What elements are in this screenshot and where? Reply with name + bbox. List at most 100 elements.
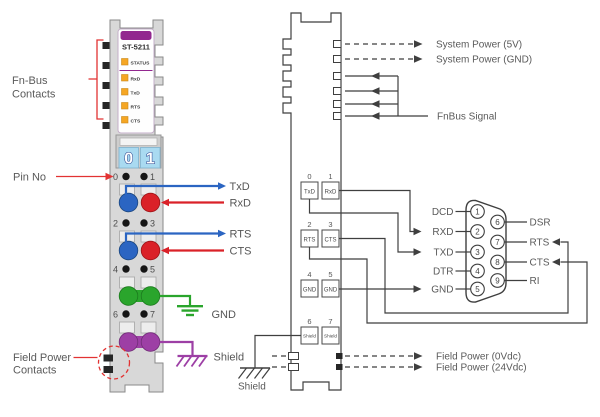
- rts-wire-label: RTS: [230, 229, 252, 241]
- db9-wiring: [308, 189, 588, 324]
- pin-dot: [122, 219, 130, 227]
- db9-pin-number: 7: [495, 238, 500, 247]
- field-power-lines: Field Power (0Vdc) Field Power (24Vdc): [272, 352, 527, 374]
- rxd-arrow-icon: [161, 198, 169, 207]
- db9-left-column: 1 DCD 2 RXD 3 TXD 4 DTR 5 GND: [431, 204, 485, 297]
- cts-to-rts-wire: [339, 237, 569, 314]
- terminal-box-gnd0: [300, 279, 319, 298]
- rts-to-cts-wire: [308, 247, 588, 324]
- terminal-box-shield1: [321, 326, 340, 345]
- wire-terminals: [118, 192, 161, 352]
- rxd-led-icon: [121, 74, 129, 82]
- db9-pin-label: RTS: [530, 238, 550, 249]
- bus-contact: [333, 40, 342, 48]
- led-rxd-row: RxD: [121, 74, 141, 82]
- terminal-slot: [140, 321, 157, 334]
- gnd-wire: [159, 294, 192, 305]
- system-power-5v-label: System Power (5V): [436, 40, 522, 51]
- terminal-label: Shield: [303, 334, 316, 339]
- field-power-0v-label: Field Power (0Vdc): [436, 352, 521, 363]
- txd-to-db9-wire: [308, 199, 414, 253]
- arrow-right-icon: [413, 248, 422, 256]
- terminal-number: 5: [328, 270, 332, 279]
- arrow-left-icon: [371, 72, 380, 80]
- rts-led-icon: [121, 102, 129, 110]
- db9-pin-label: DTR: [433, 267, 454, 278]
- system-power-gnd-label: System Power (GND): [436, 55, 532, 66]
- led-status-row: STATUS: [121, 58, 150, 66]
- db9-pin-1: [470, 204, 485, 219]
- cts-terminal: [140, 240, 161, 261]
- terminal-label: RxD: [325, 190, 337, 196]
- gnd-terminal: [118, 286, 139, 306]
- display-slot: [119, 137, 158, 146]
- rxd-wire-label: RxD: [230, 198, 251, 210]
- db9-connector: 1 DCD 2 RXD 3 TXD 4 DTR 5 GND: [431, 199, 551, 303]
- rxd-to-db9-wire: [339, 189, 414, 233]
- led-label: RTS: [131, 104, 142, 110]
- terminal-label: GND: [324, 288, 338, 294]
- terminal-label: Shield: [324, 334, 337, 339]
- bus-contact: [333, 112, 342, 120]
- display-digit: 1: [146, 151, 155, 168]
- terminal-number: 0: [307, 172, 311, 181]
- db9-pin-5: [470, 281, 485, 297]
- cts-led-icon: [121, 116, 129, 124]
- db9-pin-label: DSR: [530, 218, 551, 229]
- arrow-right-icon: [414, 352, 423, 360]
- terminal-number: 7: [328, 317, 332, 326]
- fnbus-signal-lines: FnBus Signal: [345, 72, 496, 123]
- db9-pin-2: [470, 224, 485, 239]
- pin-number: 3: [150, 219, 155, 229]
- db9-pin-number: 8: [495, 258, 500, 267]
- field-power-contact: [103, 354, 113, 362]
- terminal-label: TxD: [304, 190, 316, 196]
- pin-number: 1: [150, 172, 155, 182]
- bus-contact: [333, 55, 342, 63]
- db9-pin-6: [490, 214, 505, 230]
- field-power-contact: [336, 353, 343, 359]
- shield-wire-label: Shield: [214, 352, 245, 364]
- annotations: Fn-Bus Contacts Pin No Field Power Conta…: [12, 39, 131, 380]
- pin-dot: [140, 310, 148, 318]
- terminal-number: 3: [328, 220, 332, 229]
- fnbus-pin: [102, 62, 111, 69]
- shield-ground-label: Shield: [238, 382, 266, 393]
- pin-dot: [140, 265, 148, 273]
- right-wiring-schematic: System Power (5V) System Power (GND) FnB…: [238, 12, 588, 393]
- pin-no-arrow-icon: [105, 172, 114, 181]
- terminal-boxes: 0 1 TxD RxD 2 3 RTS CTS 4 5 GND GND 6 7 …: [300, 172, 340, 345]
- arrow-left-icon: [552, 258, 560, 266]
- field-power-24v-label: Field Power (24Vdc): [436, 363, 527, 374]
- gnd-terminal: [140, 286, 161, 306]
- db9-pin-label: CTS: [530, 258, 550, 269]
- db9-pin-label: GND: [431, 285, 453, 296]
- db9-pin-9: [490, 273, 505, 288]
- arrow-right-icon: [414, 55, 423, 63]
- left-module-illustration: ST-5211 STATUS RxD TxD RTS CTS: [12, 19, 252, 393]
- db9-right-column: 6 DSR 7 RTS 8 CTS 9 RI: [490, 214, 551, 288]
- arrow-left-icon: [371, 112, 380, 120]
- bus-contact: [333, 100, 342, 108]
- field-power-contact: [288, 352, 299, 360]
- fnbus-contacts-label-line2: Contacts: [12, 89, 56, 101]
- db9-pin-3: [470, 244, 485, 260]
- db9-pin-number: 3: [475, 248, 480, 257]
- db9-pin-number: 2: [475, 227, 480, 236]
- digit-cell: [140, 147, 161, 169]
- front-panel: ST-5211 STATUS RxD TxD RTS CTS: [117, 28, 155, 134]
- arrow-left-icon: [371, 87, 380, 95]
- display-digit: 0: [124, 151, 133, 168]
- shield-drain-wire: [254, 334, 301, 368]
- shield-wire-group: Shield: [159, 340, 245, 368]
- rts-terminal: [118, 240, 139, 261]
- arrow-right-icon: [413, 227, 422, 236]
- field-power-contact: [103, 366, 113, 373]
- txd-wire-label: TxD: [230, 181, 250, 193]
- db9-pin-4: [470, 263, 485, 279]
- pin-number: 4: [113, 265, 118, 275]
- pin-number: 0: [113, 172, 118, 182]
- txd-led-icon: [121, 88, 129, 96]
